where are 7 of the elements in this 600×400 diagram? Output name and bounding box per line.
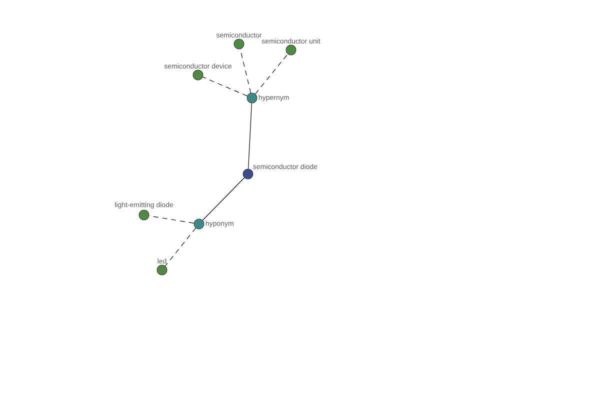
connector-line (202, 76, 248, 96)
connector-line (165, 228, 196, 266)
connector-line (248, 102, 252, 170)
connector-line (240, 48, 252, 94)
connector-line (148, 216, 194, 224)
connector-line (202, 177, 245, 221)
connector-line (255, 54, 288, 94)
